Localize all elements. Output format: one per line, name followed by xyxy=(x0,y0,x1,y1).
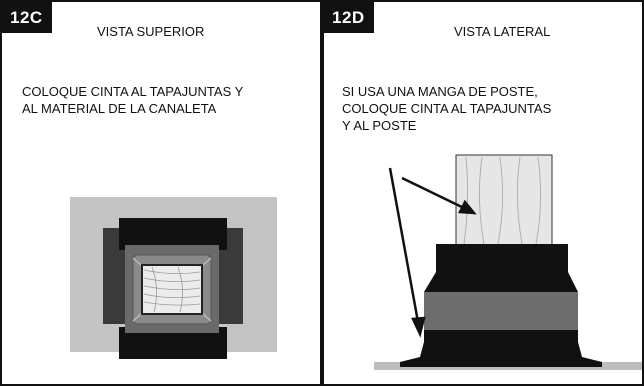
arrow-to-flashing xyxy=(388,167,420,323)
panel-12d-side-view: 12D VISTA LATERAL SI USA UNA MANGA DE PO… xyxy=(322,0,644,386)
arrow-head-post xyxy=(458,199,477,215)
instruction-note-12c: COLOQUE CINTA AL TAPAJUNTAS Y AL MATERIA… xyxy=(22,84,244,116)
instruction-note-12d: SI USA UNA MANGA DE POSTE, COLOQUE CINTA… xyxy=(342,84,552,133)
tape-top xyxy=(119,218,227,250)
wood-grain xyxy=(143,266,201,313)
tape-band xyxy=(424,292,578,330)
step-badge-12c: 12C xyxy=(2,2,52,33)
step-badge-12d: 12D xyxy=(324,2,374,33)
post-wood-grain xyxy=(463,156,542,245)
panel-12c-top-view: 12C VISTA SUPERIOR COLOQUE CINTA AL TAPA… xyxy=(0,0,322,386)
view-title-side: VISTA LATERAL xyxy=(454,24,551,39)
side-view-illustration xyxy=(374,154,642,370)
arrow-to-post xyxy=(401,176,469,212)
view-title-top: VISTA SUPERIOR xyxy=(97,24,205,39)
arrow-head-flashing xyxy=(411,316,426,338)
pointer-arrows xyxy=(388,167,477,338)
wood-post xyxy=(455,154,553,246)
top-view-illustration xyxy=(70,197,277,359)
